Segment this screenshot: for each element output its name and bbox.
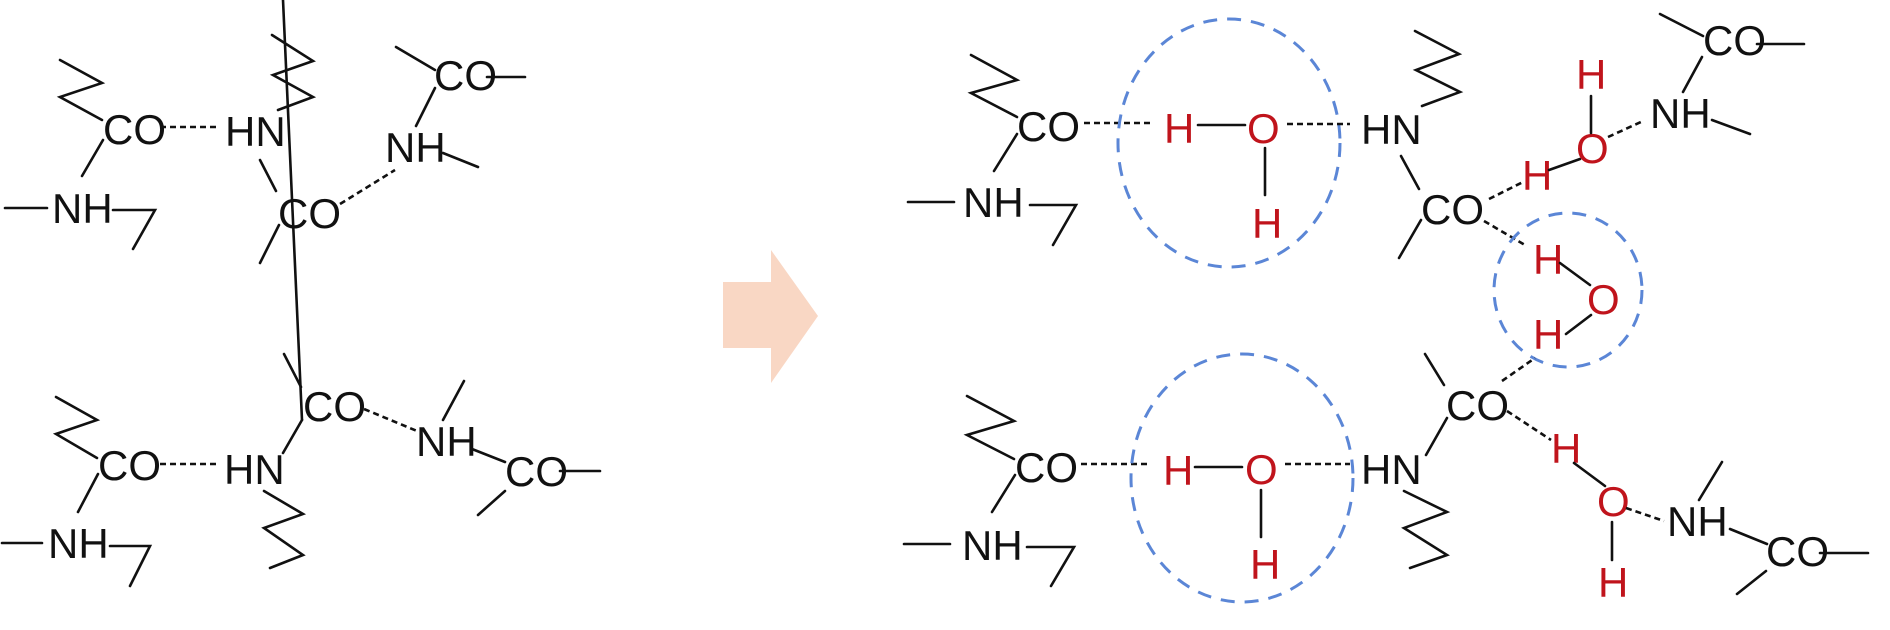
right-arrow-icon [723,250,818,383]
bond [992,132,1019,173]
bond [1028,203,1079,247]
water-highlight-ring [1492,211,1644,369]
hydrogen-bond [1607,120,1642,139]
bond [1735,569,1768,596]
atom-label-hn: HN [1361,106,1422,153]
water-highlight-ring [1116,17,1342,269]
water-hydrogen: H [1598,559,1628,606]
bond [1025,545,1077,588]
atom-label-nh: NH [1667,498,1728,545]
bond [990,473,1017,514]
bond [258,223,281,265]
atom-label-co: CO [303,383,366,430]
bond [261,489,307,570]
bond [1412,29,1464,108]
atom-label-co: CO [1017,103,1080,150]
hydrogen-bond [1625,506,1665,523]
water-oxygen: O [1597,478,1630,525]
atom-label-nh: NH [1650,90,1711,137]
left-top-chain: CO NH HN CO NH CO [3,33,527,265]
atom-label-hn: HN [225,108,286,155]
bond [967,53,1021,119]
bond [1397,218,1423,260]
atom-label-nh: NH [963,179,1024,226]
bond [269,33,317,112]
water-hydrogen: H [1252,200,1282,247]
hydrogen-bond [363,407,418,433]
water-hydrogen: H [1522,152,1552,199]
atom-label-co: CO [1703,17,1766,64]
atom-label-hn: HN [1361,446,1422,493]
bond [1658,12,1705,38]
atom-label-nh: NH [48,520,109,567]
bond [441,151,480,169]
hydrogen-bond [1506,409,1552,442]
bond [414,86,437,128]
water-oxygen: O [1245,446,1278,493]
bond [80,138,105,178]
water-highlight-ring [1129,352,1355,604]
bond [441,379,466,422]
atom-label-co: CO [1446,382,1509,429]
atom-label-co: CO [278,190,341,237]
bond [394,45,437,72]
bond [1564,313,1593,336]
bond [1558,261,1592,287]
water-hydrogen: H [1576,51,1606,98]
water-oxygen: O [1587,276,1620,323]
bond [1547,157,1582,172]
atom-label-co: CO [98,442,161,489]
atom-label-co: CO [434,52,497,99]
left-bottom-chain: CO NH HN CO NH CO [0,0,602,588]
atom-label-co: CO [103,106,166,153]
hydrogen-bond [1501,356,1536,383]
atom-label-nh: NH [385,124,446,171]
right-top-chain: CO NH H O H HN CO H O H NH CO [906,12,1806,369]
water-hydrogen: H [1250,541,1280,588]
water-hydrogen: H [1163,447,1193,494]
water-oxygen: O [1576,125,1609,172]
hydrogen-bond [1488,180,1524,201]
right-bottom-chain: CO NH H O H HN CO H O H NH CO [902,352,1870,606]
bond [282,352,303,389]
atom-label-nh: NH [416,418,477,465]
bond [1728,527,1769,546]
hydrogen-bond [339,168,396,206]
bond [1697,460,1724,502]
bond [258,158,278,193]
bond [281,0,304,422]
water-hydrogen: H [1533,236,1563,283]
atom-label-co: CO [1015,444,1078,491]
bond [963,394,1018,461]
bond [1423,352,1446,387]
atom-label-nh: NH [962,522,1023,569]
bond [1572,461,1607,488]
bond [1399,154,1421,191]
atom-label-co: CO [1766,528,1829,575]
bond [111,208,158,251]
water-hydrogen: H [1164,105,1194,152]
atom-label-co: CO [505,448,568,495]
bond [1681,55,1704,94]
bond [76,472,100,514]
bond [1401,489,1451,570]
bond [56,58,106,122]
bond [1424,416,1449,457]
hydrogen-bond [1483,219,1526,247]
bond [281,418,304,455]
bond [52,395,101,460]
atom-label-co: CO [1421,186,1484,233]
bond [470,447,507,464]
bond [108,544,153,588]
bond [476,489,507,517]
atom-label-hn: HN [224,446,285,493]
water-hydrogen: H [1533,311,1563,358]
water-oxygen: O [1247,105,1280,152]
atom-label-nh: NH [52,185,113,232]
bond [1710,118,1752,136]
